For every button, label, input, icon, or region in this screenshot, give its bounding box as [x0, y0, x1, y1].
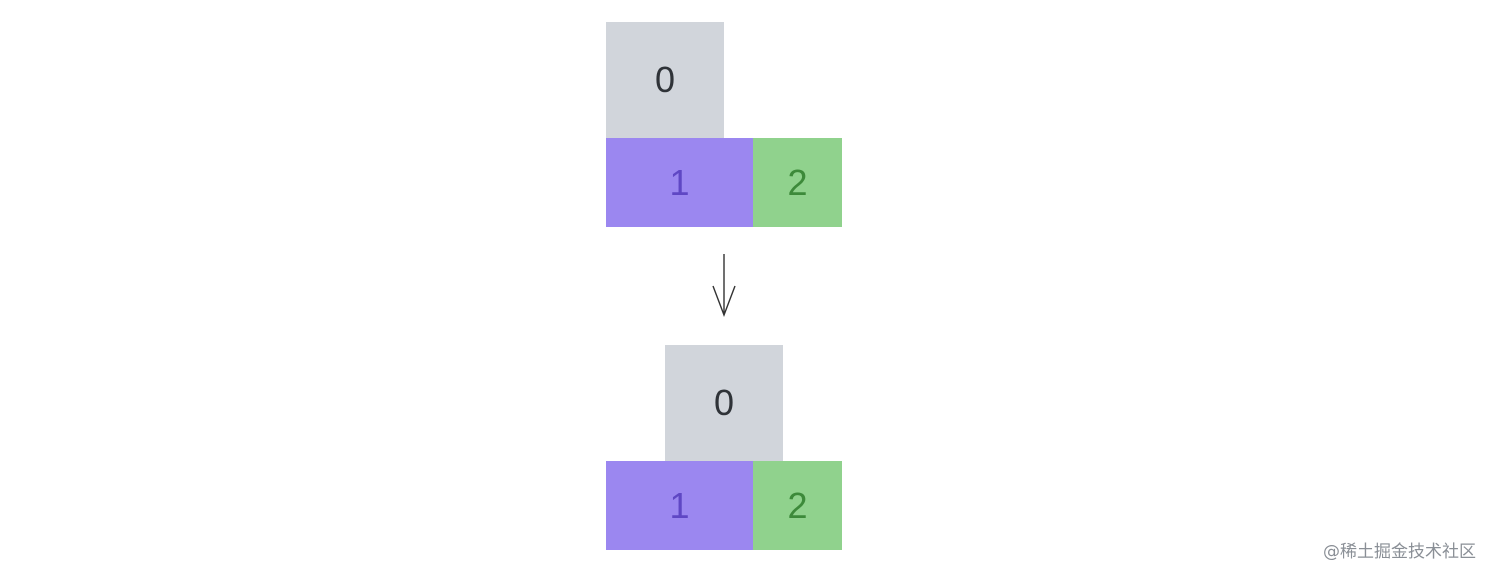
before-box-2: 2 — [753, 138, 842, 227]
before-box-0: 0 — [606, 22, 724, 138]
after-box-1: 1 — [606, 461, 753, 550]
after-box-0: 0 — [665, 345, 783, 461]
after-box-2: 2 — [753, 461, 842, 550]
before-box-1: 1 — [606, 138, 753, 227]
watermark: @稀土掘金技术社区 — [1323, 542, 1476, 562]
arrow-down-icon — [712, 254, 736, 317]
